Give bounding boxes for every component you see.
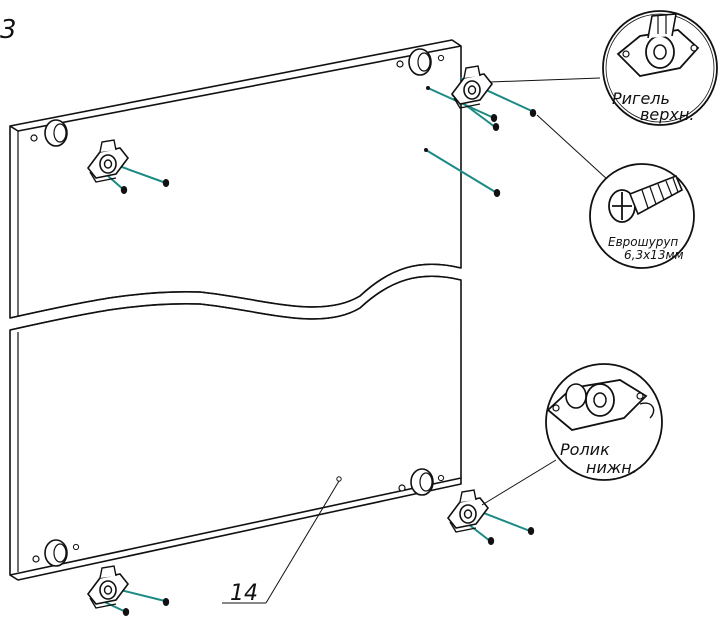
hinge-hole-bottom-left	[32, 539, 80, 567]
break-line	[9, 263, 462, 319]
callout-screw: Еврошуруп 6,3х13мм	[536, 114, 695, 269]
callout-screw-line1: Еврошуруп	[608, 235, 678, 249]
screw-heads	[120, 86, 537, 616]
panel-upper-half	[9, 39, 462, 319]
door-panel	[9, 39, 462, 581]
callout-bottom-roller-line2: нижн.	[586, 458, 637, 477]
bottom-right-roller	[447, 489, 489, 533]
bottom-left-roller	[87, 565, 129, 609]
callout-top-latch-line2: верхн.	[640, 105, 694, 124]
hinge-hole-top-left	[30, 119, 68, 147]
callout-bottom-roller: Ролик нижн.	[481, 363, 663, 506]
callout-screw-line2: 6,3х13мм	[624, 248, 684, 262]
panel-lower-half	[9, 275, 462, 576]
callout-top-latch-line1: Ригель	[612, 89, 670, 108]
hinge-hole-bottom-right	[398, 468, 445, 496]
part-number-leader: 14	[222, 480, 340, 606]
part-number: 14	[230, 581, 258, 606]
callout-top-latch: Ригель верхн.	[489, 10, 718, 126]
hinge-hole-top-right	[396, 48, 445, 76]
figure-number: 3	[0, 15, 17, 45]
callout-bottom-roller-line1: Ролик	[560, 440, 610, 459]
